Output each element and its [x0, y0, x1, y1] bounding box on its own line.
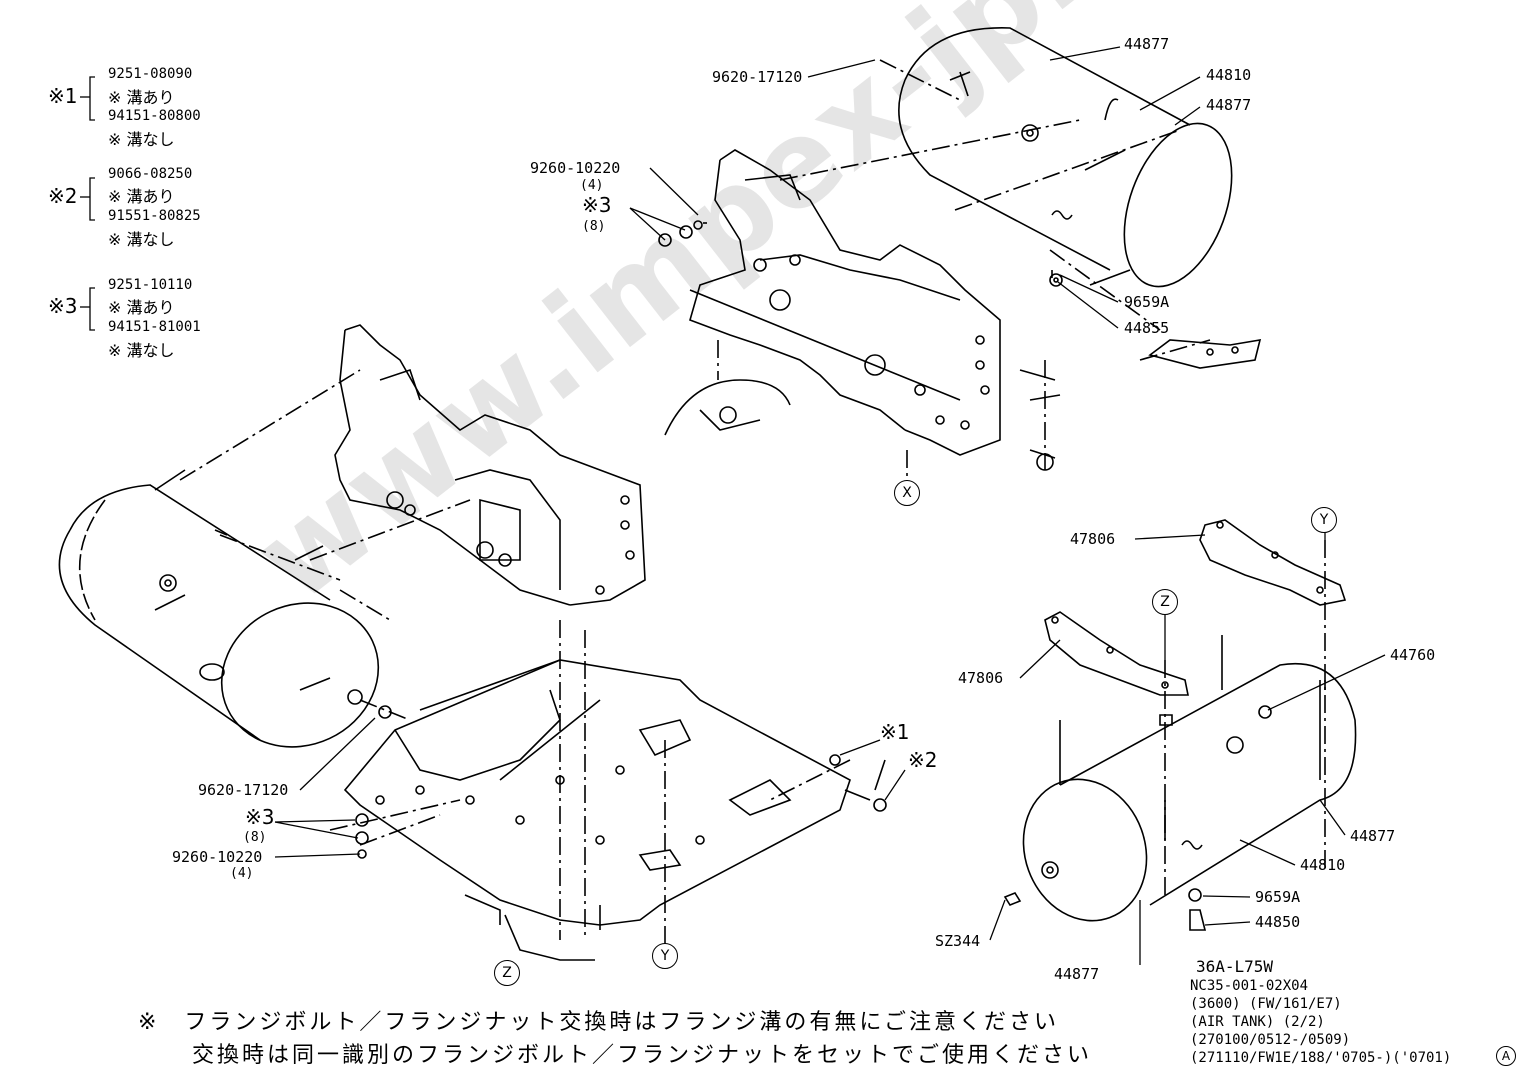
- legend-part-2a: 9066-08250: [108, 166, 193, 182]
- ref-circle-z-bottom: Z: [494, 960, 520, 986]
- top-frame-bracket: [664, 149, 1262, 471]
- callout-mark1: ※1: [880, 720, 910, 744]
- legend-part-3a: 9251-10110: [108, 277, 193, 293]
- callout-top-tank: 44810: [1206, 66, 1252, 84]
- legend-part-3b: 94151-81001: [108, 319, 201, 335]
- assembly-lines-top: [717, 59, 1211, 480]
- callout-bracket2: 47806: [958, 669, 1004, 687]
- legend-note-3b: ※ 溝なし: [108, 341, 175, 360]
- callout-r-tank: 44810: [1300, 856, 1346, 874]
- callout-top-bolt-qty: (4): [580, 178, 604, 193]
- legend-note-2b: ※ 溝なし: [108, 230, 175, 249]
- bracket-47806-lower: [1044, 611, 1189, 696]
- left-frame-bracket: [334, 324, 646, 606]
- callout-top-drain: 44855: [1124, 319, 1170, 337]
- right-air-tank: [1003, 635, 1357, 931]
- callout-left-bolt-qty: (4): [230, 866, 254, 881]
- callout-valve-44760: 44760: [1390, 646, 1436, 664]
- callout-r-tank-end1: 44877: [1350, 827, 1396, 845]
- callout-top-mark3: ※3: [582, 193, 612, 217]
- ref-code: 36A-L75W: [1196, 957, 1274, 976]
- legend-note-2a: ※ 溝あり: [108, 187, 175, 206]
- legend-part-1b: 94151-80800: [108, 108, 201, 124]
- legend-mark-2: ※2: [48, 184, 78, 208]
- ref-circle-a: A: [1496, 1046, 1516, 1066]
- callout-left-cap: 9620-17120: [198, 781, 289, 799]
- top-air-tank: [898, 27, 1233, 288]
- legend-part-1a: 9251-08090: [108, 66, 193, 82]
- callout-left-mark3-qty: (8): [243, 830, 267, 845]
- callout-top-tank-end1: 44877: [1124, 35, 1170, 53]
- ref-circle-y-top: Y: [1311, 507, 1337, 533]
- ref-line4: (270100/0512-/0509): [1190, 1032, 1351, 1048]
- ref-line5: (271110/FW1E/188/'0705-)('0701): [1190, 1050, 1452, 1066]
- callout-top-mark3-qty: (8): [582, 219, 606, 234]
- ref-circle-y-bottom: Y: [652, 943, 678, 969]
- crossmember-base: [343, 659, 887, 961]
- legend-note-3a: ※ 溝あり: [108, 298, 175, 317]
- legend-brackets: [80, 76, 95, 331]
- assembly-lines-left: [179, 369, 1326, 945]
- ref-line1: NC35-001-02X04: [1190, 978, 1309, 994]
- callout-mark2: ※2: [908, 748, 938, 772]
- legend-note-1b: ※ 溝なし: [108, 130, 175, 149]
- bracket-47806-upper: [1199, 519, 1347, 606]
- callout-r-drain: 44850: [1255, 913, 1301, 931]
- callout-top-valve: 9659A: [1124, 293, 1170, 311]
- ref-circle-z-top: Z: [1152, 589, 1178, 615]
- ref-line3: (AIR TANK) (2/2): [1190, 1014, 1325, 1030]
- callout-r-valve: 9659A: [1255, 888, 1301, 906]
- callout-bracket1: 47806: [1070, 530, 1116, 548]
- callout-top-tank-end2: 44877: [1206, 96, 1252, 114]
- callout-left-mark3: ※3: [245, 805, 275, 829]
- callout-left-bolt: 9260-10220: [172, 848, 263, 866]
- callout-top-cap: 9620-17120: [712, 68, 803, 86]
- ref-line2: (3600) (FW/161/E7): [1190, 996, 1342, 1012]
- ref-circle-x: X: [894, 480, 920, 506]
- callout-top-bolt: 9260-10220: [530, 159, 621, 177]
- legend-mark-1: ※1: [48, 84, 78, 108]
- legend-part-2b: 91551-80825: [108, 208, 201, 224]
- footer-note-line2: 交換時は同一識別のフランジボルト／フランジナットをセットでご使用ください: [192, 1043, 1093, 1068]
- legend-note-1a: ※ 溝あり: [108, 88, 175, 107]
- legend-mark-3: ※3: [48, 294, 78, 318]
- callout-r-cap: SZ344: [935, 932, 981, 950]
- callout-r-tank-end2: 44877: [1054, 965, 1100, 983]
- left-air-tank: [58, 469, 380, 748]
- footer-note-line1: ※ フランジボルト／フランジナット交換時はフランジ溝の有無にご注意ください: [138, 1010, 1059, 1035]
